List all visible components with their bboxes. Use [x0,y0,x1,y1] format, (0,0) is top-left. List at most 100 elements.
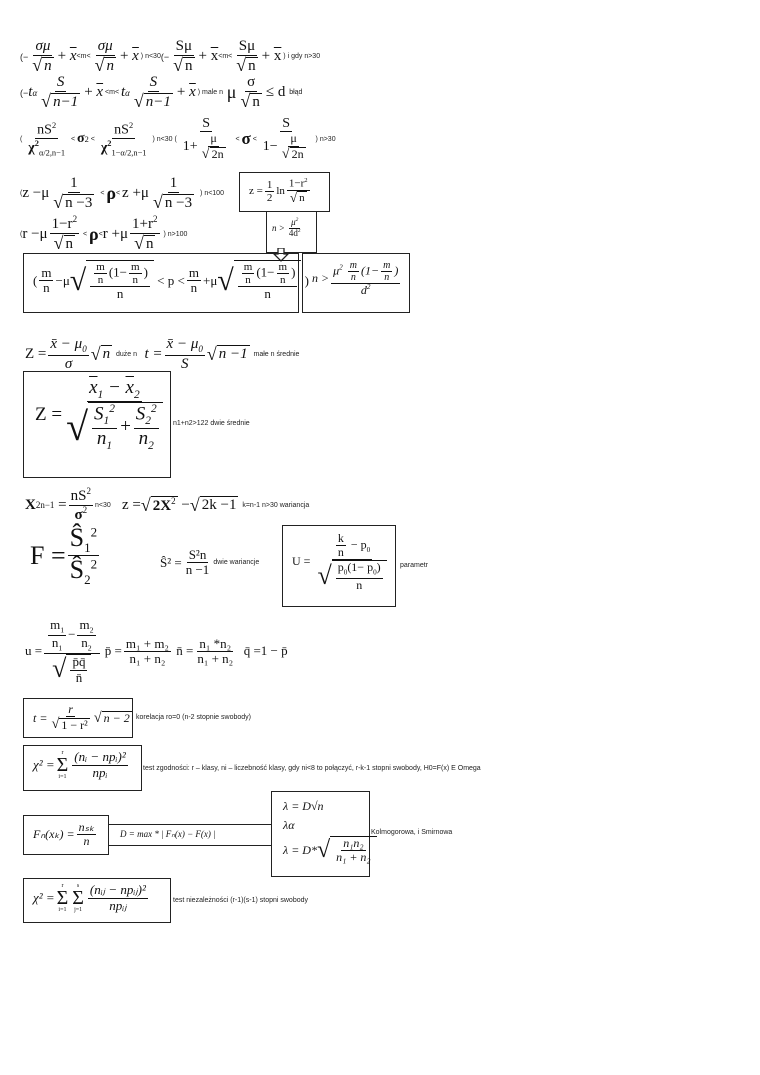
correlation-interval-large-n: (r −μ 1−r2√n < ρ< r +μ 1+r2√n ) n>100 [20,214,188,253]
correlation-interval-small-n: (z −μ 1√n −3 < ρ< z +μ 1√n −3 ) n<100 [20,175,224,212]
two-n: 2n [209,147,226,162]
fraction: σμ√n [32,38,54,75]
variance-label: k=n-1 n>30 wariancja [242,501,310,509]
plus: + [198,48,207,65]
n-gt: n > [312,271,330,286]
t-symbol: t [120,84,126,101]
p-symbol: p [167,272,175,288]
ln: ln [276,185,285,198]
x-bar: x [273,48,282,65]
z-lhs: z = [122,496,141,513]
condition-label: n<30 [145,53,161,61]
subscript: n−1 [40,500,55,510]
numerator: σ [245,74,258,92]
numerator: μ [291,217,296,227]
subscript: 1−α/2,n−1 [111,148,147,158]
numerator: Sμ [173,38,195,56]
numerator: σμ [95,38,115,56]
numerator: 1−r [51,216,73,232]
less-equal-d: ≤ d [265,84,286,101]
r-minus-mu: r −μ [22,225,48,242]
numerator: S [147,74,160,92]
denominator: 2 [266,191,273,204]
correlation-t-formula: t = r√1 − r² √n − 2 [33,702,132,733]
p-bar-lhs: p̄ = [104,643,122,659]
condition-label: n>30 [319,135,336,143]
numerator: nS [37,122,52,138]
subscript: α/2,n−1 [38,148,66,158]
goodness-of-fit-label: test zgodności: r – klasy, ni – liczebno… [143,765,481,772]
denominator: σ [74,506,83,523]
denominator: n−1 [51,92,81,110]
chi-lhs: χ² = [33,890,55,905]
denominator: n [63,234,76,252]
chi-symbol: χ [28,140,35,156]
fraction: σ√n [240,74,262,111]
paren: (− [160,51,170,62]
denominator: 4d [288,227,298,238]
denominator: n [43,280,50,296]
numerator: 1 [68,175,80,193]
u-lhs: u = [25,643,43,659]
fraction: σμ√n [94,38,116,75]
denominator: n−1 [143,92,173,110]
condition-label: male n [202,89,224,97]
t-lhs: t = [144,345,163,362]
fraction: Sμ√n [173,38,195,75]
plus: + [57,48,67,65]
fraction: 1−r2√n [49,214,80,253]
t-lhs: t = [33,710,48,725]
chi-symbol: χ [100,140,108,156]
z-lhs: Z = [25,345,47,362]
chi-symbol: X [25,496,36,513]
x-bar: x [210,48,219,65]
condition-label: n<30 [94,501,111,509]
mu-symbol: μ [208,131,219,147]
x-bar: x [69,48,77,65]
denominator: n [246,56,258,74]
fraction: Sμ√n [236,38,258,75]
condition-label: małe n średnie [253,350,300,358]
paren: (− [20,51,29,62]
z-minus-mu: z −μ [22,185,50,202]
denominator: n [143,234,156,252]
numerator: 1+r [132,216,153,232]
numerator: S [54,74,67,92]
sqrt-n-minus-1: n −1 [216,345,250,363]
numerator: 1 [264,178,275,192]
denominator: σ [64,355,73,372]
fraction: S√n−1 [133,74,173,111]
alpha-subscript: α [125,87,130,98]
sqrt-n: n [100,345,113,363]
denominator: n [183,56,195,74]
condition-label: n<30 [156,135,173,143]
proportion-interval-box [23,253,299,313]
numerator: x̄ − μ [50,336,83,352]
t-symbol: t [28,84,33,101]
mu-symbol: μ [226,82,237,103]
denominator: n [104,56,116,74]
numerator: 1 [167,175,180,193]
r-plus-mu: r +μ [102,225,129,242]
sample-size-proportion-box [302,253,410,313]
denominator: d [360,283,367,297]
numerator: S [280,116,293,133]
plus: + [119,48,129,65]
condition-label: duże n [115,350,137,358]
less-than-m: <m< [218,53,233,61]
two-means-label: n1+n2>122 dwie średnie [173,420,250,427]
rho-symbol: ρ [106,183,116,204]
one-plus: 1+ [182,139,198,155]
denominator: n [42,56,54,74]
chi-square-independence-box [23,878,171,923]
